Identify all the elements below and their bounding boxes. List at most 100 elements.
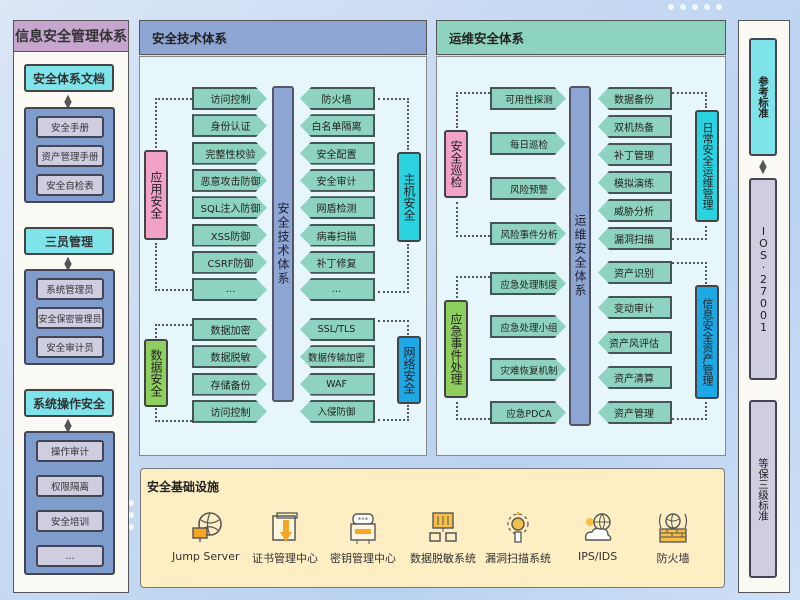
item-box: CSRF防御 (192, 250, 267, 274)
item-box: 访问控制 (192, 399, 267, 423)
item-box: 应急处理制度 (490, 272, 566, 295)
item-box: 灾难恢复机制 (490, 358, 566, 381)
item-box: 数据传输加密 (300, 345, 375, 369)
standard-mlps-level3: 等保三级标准 (749, 400, 777, 578)
connector-line (155, 243, 192, 291)
item-box: 入侵防御 (300, 399, 375, 423)
item-box: 防火墙 (300, 87, 375, 110)
tool-data-masking: 数据脱敏系统 (410, 510, 476, 566)
double-arrow-icon: ▲▼ (64, 417, 72, 435)
jump-server-icon (192, 512, 222, 542)
connector-line (672, 262, 707, 284)
vulnerability-scan-icon (507, 512, 529, 543)
certificate-icon (272, 512, 298, 542)
item-box: 变动审计 (598, 296, 672, 319)
item-box: 安全配置 (300, 141, 375, 165)
item-box: 数据备份 (598, 87, 672, 110)
patrol-label: 安全巡检 (444, 130, 468, 198)
item-box: WAF (300, 372, 375, 396)
connector-line (456, 202, 490, 237)
item-box: 资产管理 (598, 401, 672, 424)
tool-vulnerability-scan: 漏洞扫描系统 (485, 510, 551, 566)
group-system-ops: 操作审计 权限隔离 安全培训 ... (24, 431, 115, 575)
list-item: 系统管理员 (36, 278, 104, 300)
connector-line (378, 244, 409, 293)
item-box: ... (300, 278, 375, 302)
list-item: ... (36, 545, 104, 567)
standard-iso27001: IOS·27001 (749, 178, 777, 380)
operations-center-bar: 运维安全体系 (569, 86, 591, 426)
connector-line (378, 320, 409, 335)
item-box: 补丁管理 (598, 143, 672, 166)
list-item: 安全手册 (36, 116, 104, 138)
key-management-icon: *** (350, 513, 376, 544)
tool-ips-ids: IPS/IDS (578, 510, 617, 563)
item-box: 资产清算 (598, 366, 672, 389)
daily-ops-label: 日常安全运维管理 (695, 110, 719, 222)
firewall-icon (658, 513, 688, 543)
item-box: SQL注入防御 (192, 196, 267, 220)
item-box: 风险事件分析 (490, 222, 566, 245)
item-box: 资产风评估 (598, 331, 672, 354)
item-box: 白名单隔离 (300, 114, 375, 138)
connector-line (672, 402, 707, 420)
list-item: 安全自检表 (36, 174, 104, 196)
app-security-label: 应用安全 (144, 150, 168, 240)
item-box: 安全审计 (300, 168, 375, 192)
asset-mgmt-label: 信息安全资产管理 (695, 285, 719, 399)
tool-certificate-center: 证书管理中心 (252, 510, 318, 566)
list-item: 操作审计 (36, 440, 104, 462)
item-box: XSS防御 (192, 223, 267, 247)
group-docs: 安全手册 资产管理手册 安全自检表 (24, 107, 115, 203)
decor-dots-top (668, 4, 722, 10)
double-arrow-icon: ▲▼ (64, 255, 72, 273)
item-box: 完整性校验 (192, 141, 267, 165)
list-item: 安全审计员 (36, 336, 104, 358)
item-box: 应急PDCA (490, 401, 566, 424)
connector-line (378, 98, 409, 150)
item-box: 身份认证 (192, 114, 267, 138)
svg-text:***: *** (358, 516, 369, 524)
connector-line (672, 92, 707, 108)
tool-key-management: *** 密钥管理中心 (330, 510, 396, 566)
technical-center-label: 安全技术体系 (276, 202, 290, 286)
list-item: 安全保密管理员 (36, 307, 104, 329)
item-box: 恶意攻击防御 (192, 168, 267, 192)
item-box: 漏洞扫描 (598, 227, 672, 250)
item-box: 病毒扫描 (300, 223, 375, 247)
connector-line (456, 276, 490, 298)
connector-line (155, 324, 192, 338)
network-security-label: 网络安全 (397, 336, 421, 404)
list-item: 安全培训 (36, 510, 104, 532)
connector-line (378, 405, 409, 421)
item-box: ... (192, 278, 267, 302)
connector-line (456, 92, 490, 128)
double-arrow-icon: ▲▼ (759, 158, 767, 176)
item-box: 网盾检测 (300, 196, 375, 220)
section-header-system-ops: 系统操作安全 (24, 389, 114, 417)
host-security-label: 主机安全 (397, 152, 421, 242)
item-box: 应急处理小组 (490, 315, 566, 338)
item-box: 补丁修复 (300, 250, 375, 274)
connector-line (672, 226, 707, 240)
operations-title: 运维安全体系 (436, 20, 726, 55)
data-masking-icon (429, 512, 457, 542)
technical-title: 安全技术体系 (139, 20, 427, 55)
item-box: 每日巡检 (490, 132, 566, 155)
list-item: 资产管理手册 (36, 145, 104, 167)
item-box: 可用性探测 (490, 87, 566, 110)
item-box: 存储备份 (192, 372, 267, 396)
connector-line (155, 98, 192, 148)
item-box: 资产识别 (598, 261, 672, 284)
item-box: 数据脱敏 (192, 345, 267, 369)
connector-line (155, 408, 192, 422)
section-header-three-officers: 三员管理 (24, 227, 114, 255)
tool-firewall: 防火墙 (655, 510, 691, 566)
double-arrow-icon: ▲▼ (64, 93, 72, 111)
operations-center-label: 运维安全体系 (573, 214, 587, 298)
data-security-label: 数据安全 (144, 339, 168, 407)
tool-jump-server: Jump Server (172, 510, 239, 563)
standards-header: 参考标准 (749, 38, 777, 156)
item-box: 模拟演练 (598, 171, 672, 194)
connector-line (456, 402, 490, 420)
